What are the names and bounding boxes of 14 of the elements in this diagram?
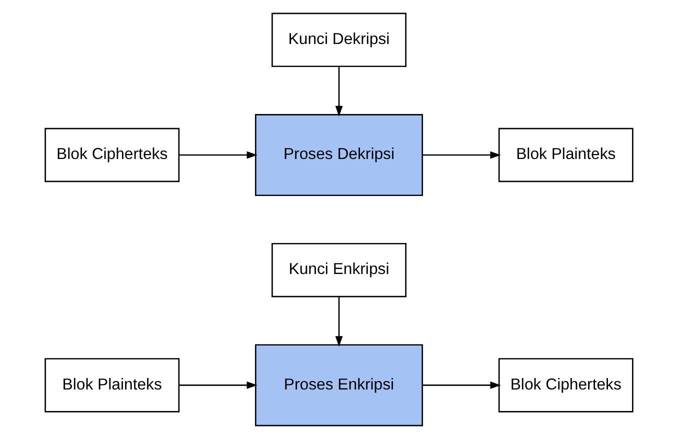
node-box: Proses Dekripsi [254, 114, 423, 196]
node-box: Blok Cipherteks [44, 128, 180, 182]
arrow [422, 151, 500, 159]
arrow [334, 66, 342, 117]
node-box: Blok Plainteks [498, 128, 633, 182]
arrow [422, 382, 500, 389]
node-box: Kunci Dekripsi [271, 12, 406, 68]
node-box: Kunci Enkripsi [271, 242, 406, 298]
node-box: Blok Cipherteks [498, 358, 633, 412]
arrow [334, 296, 342, 347]
arrow [179, 382, 257, 389]
node-box: Proses Enkripsi [254, 344, 423, 426]
arrow [179, 151, 257, 159]
node-box: Blok Plainteks [44, 358, 180, 412]
